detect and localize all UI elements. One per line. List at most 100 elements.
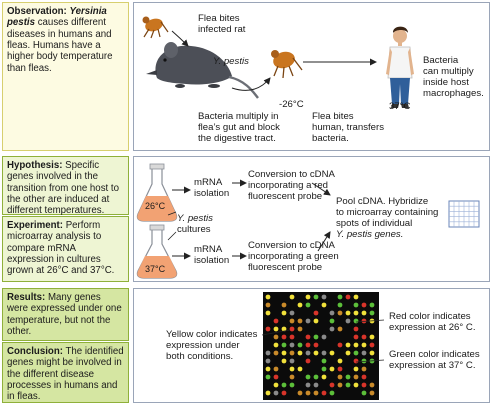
microarray-spot [345,318,351,324]
microarray-spot [305,302,311,308]
cultures-label: Y. pestis cultures [177,213,213,236]
microarray-spot [305,334,311,340]
microarray-spot [281,350,287,356]
microarray-spot [329,382,335,388]
microarray-spot [265,310,271,316]
microarray-spot [297,326,303,332]
microarray-spot [273,326,279,332]
conclusion-box: Conclusion: The identified genes might b… [2,342,129,403]
microarray-spot [321,390,327,396]
results-label: Results: [7,292,46,303]
conclusion-text: The identified genes might be involved i… [7,346,124,403]
microarray-spot [305,342,311,348]
microarray-spot [369,390,375,396]
microarray-spot [361,334,367,340]
microarray-spot [305,358,311,364]
microarray-spot [313,294,319,300]
y-pestis-label: Y. pestis [213,56,249,67]
microarray-spot [337,374,343,380]
human-icon [386,26,414,108]
flask-37c-icon [136,224,178,279]
microarray-spot [297,318,303,324]
microarray-spot [289,326,295,332]
microarray-spot [361,350,367,356]
hypothesis-box: Hypothesis: Specific genes involved in t… [2,156,129,216]
microarray-spot [289,382,295,388]
microarray-spot [289,318,295,324]
microarray-spot [297,302,303,308]
microarray-spot [353,318,359,324]
microarray-spot [353,294,359,300]
microarray-spot [265,374,271,380]
microarray-spot [289,350,295,356]
observation-species: Yersinia pestis [7,6,107,29]
microarray-spot [265,302,271,308]
conclusion-label: Conclusion: [7,346,63,357]
microarray-spot [305,382,311,388]
microarray-spot [313,374,319,380]
microarray-spot [297,366,303,372]
microarray-spot [305,350,311,356]
microarray-spot [281,358,287,364]
microarray-spot [329,318,335,324]
microarray-spot [337,294,343,300]
rat-icon [146,42,259,99]
microarray-spot [337,382,343,388]
microarray-spot [329,326,335,332]
cdna-red-text: Conversion to cDNA incorporating a red f… [248,169,335,203]
microarray-spot [345,382,351,388]
microarray-spot [297,342,303,348]
microarray-spot [273,390,279,396]
microarray-spot [313,334,319,340]
microarray-spot [321,374,327,380]
microarray-spot [289,342,295,348]
results-text: Many genes were expressed under one temp… [7,292,122,338]
microarray-spot [305,294,311,300]
microarray-spot [329,310,335,316]
microarray-spot [281,302,287,308]
microarray-spot [353,350,359,356]
hypothesis-label: Hypothesis: [7,160,63,171]
microarray-spot [345,350,351,356]
flask-26c-icon [136,163,178,222]
microarray-spot [289,374,295,380]
flea-top-icon [142,16,169,39]
microarray-spot [273,342,279,348]
microarray-spot [265,294,271,300]
microarray-spot [321,302,327,308]
microarray-spot [313,342,319,348]
experiment-label: Experiment: [7,220,63,231]
microarray-spot [313,318,319,324]
microarray-grid-icon [448,200,480,228]
microarray-spot [369,342,375,348]
microarray-spot [273,350,279,356]
microarray-spot [289,294,295,300]
microarray-spot [369,334,375,340]
microarray-spot [273,366,279,372]
microarray-spot [369,302,375,308]
microarray-spot [321,366,327,372]
microarray-spot [289,366,295,372]
microarray-spot [289,310,295,316]
microarray-spot [313,382,319,388]
microarray-spot [281,310,287,316]
microarray-spot [345,294,351,300]
microarray-spot [353,302,359,308]
microarray-spot [305,374,311,380]
results-box: Results: Many genes were expressed under… [2,288,129,341]
bacteria-macrophages-text: Bacteria can multiply inside host macrop… [423,55,484,100]
microarray-spot [313,310,319,316]
microarray-spot [361,310,367,316]
green-color-text: Green color indicates expression at 37° … [389,349,480,372]
microarray-spot [313,390,319,396]
microarray-spot [329,390,335,396]
microarray-spot [361,342,367,348]
microarray-spot [289,358,295,364]
microarray-spot [313,350,319,356]
yellow-color-text: Yellow color indicates expression under … [166,329,258,363]
experiment-box: Experiment: Perform microarray analysis … [2,216,129,282]
microarray-spot [361,382,367,388]
microarray-spot [265,358,271,364]
microarray-spot [281,326,287,332]
